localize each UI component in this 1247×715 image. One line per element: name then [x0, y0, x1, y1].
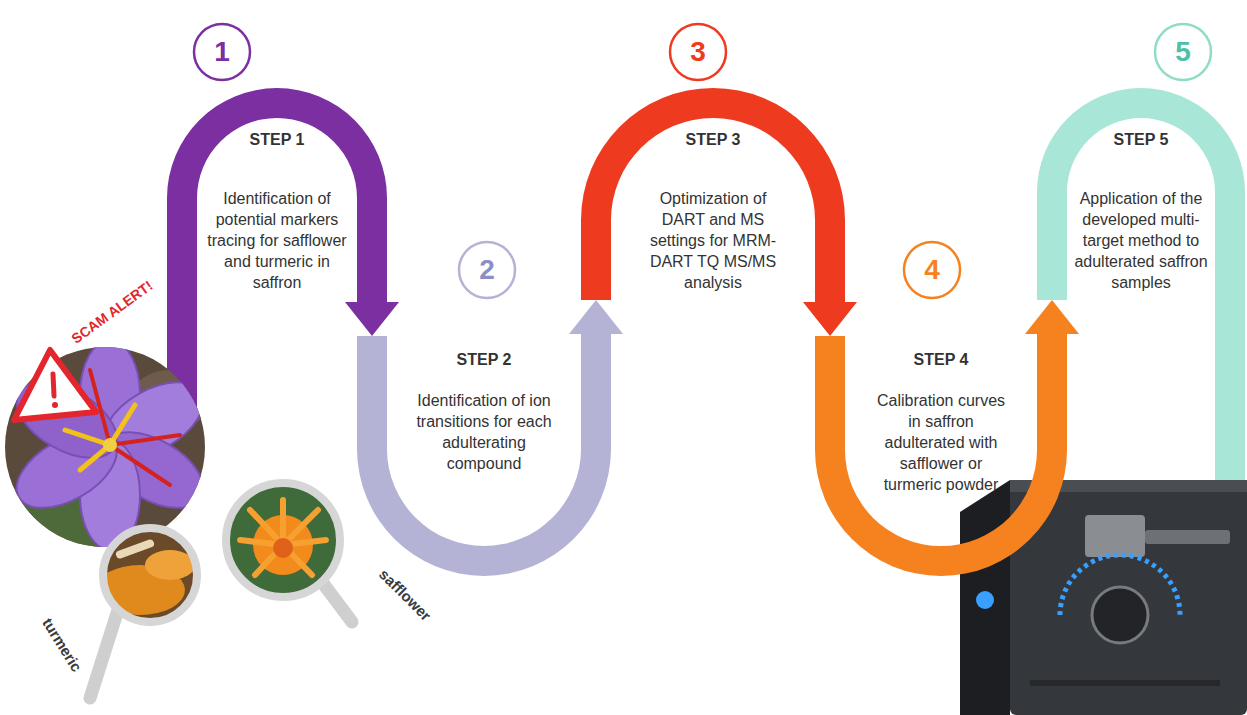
- flower-centre: [103, 438, 117, 452]
- step-number-circle: 4: [902, 240, 962, 300]
- step-description: Application of the developed multi-targe…: [1071, 188, 1211, 294]
- flow-arrow: [345, 300, 399, 336]
- step-heading: STEP 2: [409, 350, 559, 370]
- ms-instrument: [960, 480, 1247, 715]
- band-shape: [1037, 88, 1245, 300]
- step-arch-band: STEP 1 Identification of potential marker…: [167, 88, 387, 300]
- magnifier-handle: [322, 582, 352, 622]
- saffron-flower: [4, 340, 216, 550]
- step-number-circle: 1: [192, 22, 252, 82]
- step-description: Optimization of DART and MS settings for…: [638, 188, 788, 294]
- turmeric-powder: [145, 550, 195, 580]
- photo-ground: [225, 482, 345, 602]
- stigma: [90, 370, 180, 485]
- band-shape: [167, 88, 387, 300]
- step-number: 5: [1153, 22, 1213, 82]
- step-number-circle: 5: [1153, 22, 1213, 82]
- magnifier-ring: [226, 483, 340, 597]
- instrument-port: [1092, 587, 1148, 643]
- step-heading: STEP 1: [202, 130, 352, 150]
- instrument-rail: [1145, 530, 1230, 544]
- step-number-circle: 3: [668, 22, 728, 82]
- step-arch-band: STEP 5 Application of the developed multi…: [1037, 88, 1245, 300]
- step-number: 4: [902, 240, 962, 300]
- step-arch-band: STEP 3 Optimization of DART and MS settin…: [581, 88, 845, 300]
- magnifier-label: safflower: [376, 565, 435, 624]
- step-u-band: STEP 4 Calibration curves in saffron adul…: [815, 336, 1067, 576]
- instrument-knob: [976, 591, 994, 609]
- step-number: 3: [668, 22, 728, 82]
- flow-arrow: [803, 300, 857, 336]
- step-description: Identification of potential markers trac…: [202, 188, 352, 294]
- turmeric-photo: [95, 525, 200, 625]
- step-heading: STEP 3: [638, 130, 788, 150]
- step-description: Identification of ion transitions for ea…: [409, 390, 559, 474]
- step-heading: STEP 4: [871, 350, 1011, 370]
- band-shape: [357, 336, 611, 576]
- magnifier-handle: [90, 610, 118, 698]
- flow-arrow: [1025, 300, 1079, 336]
- step-u-band: STEP 2 Identification of ion transitions …: [357, 336, 611, 576]
- flow-arrow: [569, 300, 623, 336]
- safflower-centre: [273, 538, 293, 558]
- warning-triangle: [14, 350, 96, 420]
- instrument-vent: [1030, 680, 1220, 686]
- step-description: Calibration curves in saffron adulterate…: [871, 390, 1011, 496]
- magnifier-label: turmeric: [39, 615, 85, 675]
- saffron-photo: [0, 340, 216, 560]
- step-heading: STEP 5: [1071, 130, 1211, 150]
- band-shape: [581, 88, 845, 300]
- step-number: 2: [457, 240, 517, 300]
- instrument-side: [960, 480, 1010, 715]
- photo-ground: [0, 340, 215, 555]
- band-shape: [815, 336, 1067, 576]
- safflower-photo: [225, 482, 345, 602]
- warning-mark: [53, 374, 54, 396]
- step-number-circle: 2: [457, 240, 517, 300]
- safflower-petals: [240, 500, 326, 575]
- warning-mark: [52, 402, 58, 408]
- step-number: 1: [192, 22, 252, 82]
- magnifier-ring: [103, 528, 197, 622]
- alert-label: SCAM ALERT!: [68, 277, 155, 346]
- instrument-arm: [1085, 515, 1145, 557]
